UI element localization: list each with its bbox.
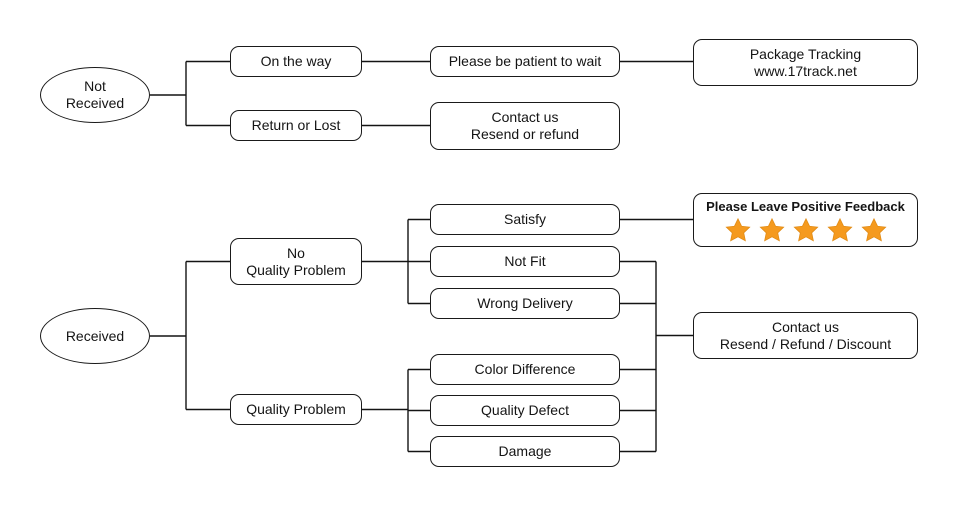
node-damage[interactable]: Damage bbox=[430, 436, 620, 467]
node-satisfy-label: Satisfy bbox=[503, 211, 546, 228]
star-rating[interactable] bbox=[724, 217, 887, 243]
node-quality-defect-label: Quality Defect bbox=[481, 402, 569, 419]
node-return-or-lost-label: Return or Lost bbox=[251, 117, 341, 134]
node-satisfy[interactable]: Satisfy bbox=[430, 204, 620, 235]
node-quality-defect[interactable]: Quality Defect bbox=[430, 395, 620, 426]
node-contact-us-resend-or-refund[interactable]: Contact us Resend or refund bbox=[430, 102, 620, 150]
node-damage-label: Damage bbox=[498, 443, 552, 460]
node-on-the-way-label: On the way bbox=[260, 53, 332, 70]
node-package-tracking[interactable]: Package Tracking www.17track.net bbox=[693, 39, 918, 86]
node-not-received-line1: Not bbox=[84, 78, 106, 95]
star-icon bbox=[724, 218, 751, 242]
node-no-quality-problem-line1: No bbox=[287, 244, 305, 261]
node-quality-problem[interactable]: Quality Problem bbox=[230, 394, 362, 425]
node-wrong-delivery-label: Wrong Delivery bbox=[477, 295, 573, 312]
star-icon bbox=[826, 218, 853, 242]
node-package-tracking-url: www.17track.net bbox=[754, 62, 857, 79]
node-package-tracking-line1: Package Tracking bbox=[749, 45, 862, 62]
node-please-be-patient-to-wait[interactable]: Please be patient to wait bbox=[430, 46, 620, 77]
node-not-fit[interactable]: Not Fit bbox=[430, 246, 620, 277]
node-please-wait-label: Please be patient to wait bbox=[448, 53, 602, 70]
node-color-difference[interactable]: Color Difference bbox=[430, 354, 620, 385]
node-wrong-delivery[interactable]: Wrong Delivery bbox=[430, 288, 620, 319]
node-no-quality-problem[interactable]: No Quality Problem bbox=[230, 238, 362, 285]
node-received[interactable]: Received bbox=[40, 308, 150, 364]
node-no-quality-problem-line2: Quality Problem bbox=[246, 261, 346, 278]
node-not-received-line2: Received bbox=[65, 95, 125, 111]
node-not-fit-label: Not Fit bbox=[504, 253, 546, 270]
star-icon bbox=[758, 218, 785, 242]
node-contact-discount-line2: Resend / Refund / Discount bbox=[719, 335, 892, 352]
node-contact-resend-refund-line1: Contact us bbox=[491, 109, 559, 126]
node-received-label: Received bbox=[65, 327, 125, 344]
node-return-or-lost[interactable]: Return or Lost bbox=[230, 110, 362, 141]
star-icon bbox=[792, 218, 819, 242]
node-not-received[interactable]: Not Received bbox=[40, 67, 150, 123]
node-positive-feedback[interactable]: Please Leave Positive Feedback bbox=[693, 193, 918, 247]
node-contact-resend-refund-line2: Resend or refund bbox=[470, 126, 580, 142]
node-contact-us-resend-refund-discount[interactable]: Contact us Resend / Refund / Discount bbox=[693, 312, 918, 359]
node-contact-discount-line1: Contact us bbox=[772, 318, 839, 335]
star-icon bbox=[860, 218, 887, 242]
node-positive-feedback-label: Please Leave Positive Feedback bbox=[706, 199, 905, 214]
node-color-difference-label: Color Difference bbox=[474, 361, 576, 378]
node-on-the-way[interactable]: On the way bbox=[230, 46, 362, 77]
node-quality-problem-label: Quality Problem bbox=[246, 401, 346, 418]
